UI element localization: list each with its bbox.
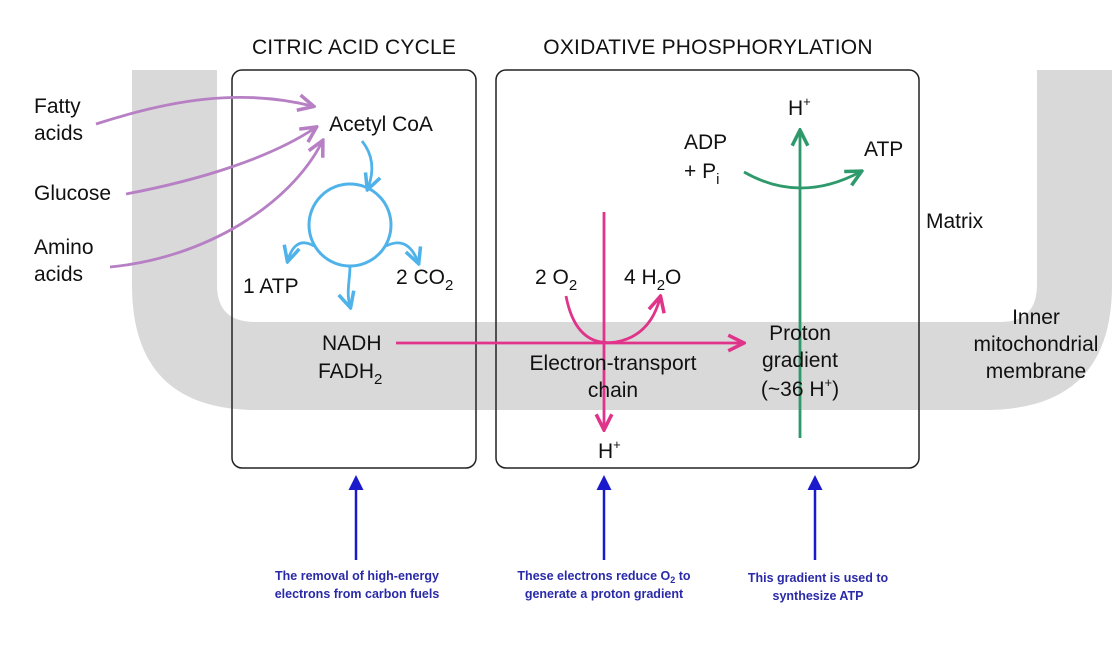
membrane-label-line1: Inner: [1012, 306, 1060, 329]
membrane-label-line3: membrane: [986, 360, 1086, 383]
header-oxidative-phosphorylation: OXIDATIVE PHOSPHORYLATION: [543, 36, 872, 59]
note2-line2: generate a proton gradient: [525, 587, 684, 601]
acetyl-coa-entry-arrow: [360, 140, 372, 188]
fatty-acids-arrow: [95, 97, 312, 126]
matrix-label: Matrix: [926, 210, 984, 233]
citric-acid-cycle-box: [231, 69, 477, 469]
proton-gradient-label-line1: Proton: [769, 322, 831, 345]
glucose-label: Glucose: [34, 182, 111, 205]
oxygen-reduction-arrow: [564, 296, 660, 345]
cycle-co2-label: 2 CO2: [396, 266, 453, 294]
fadh2-label: FADH2: [318, 360, 382, 388]
note1-line1: The removal of high-energy: [275, 569, 439, 583]
cycle-atp-label: 1 ATP: [243, 275, 299, 298]
note3-line1: This gradient is used to: [748, 571, 889, 585]
atp-product-label: ATP: [864, 138, 903, 161]
citric-acid-cycle-circle: [307, 182, 393, 268]
note1-line2: electrons from carbon fuels: [275, 587, 440, 601]
matrix-proton-label: H+: [788, 94, 811, 120]
oxygen-label: 2 O2: [535, 266, 577, 294]
acetyl-coa-label: Acetyl CoA: [329, 113, 433, 136]
co2-output-arrow: [385, 241, 418, 262]
glucose-arrow: [125, 128, 315, 196]
nadh-label: NADH: [322, 332, 382, 355]
water-label: 4 H2O: [624, 266, 681, 294]
adp-label: ADP: [684, 131, 727, 154]
phosphate-label: + Pi: [684, 160, 719, 188]
oxidative-phosphorylation-box: [495, 69, 920, 469]
pumped-proton-label: H+: [598, 437, 621, 463]
amino-acids-label-line1: Amino: [34, 236, 94, 259]
header-citric-acid-cycle: CITRIC ACID CYCLE: [252, 36, 456, 59]
electron-transport-chain-label-line2: chain: [588, 379, 638, 402]
proton-gradient-label-line3: (~36 H+): [761, 375, 839, 401]
amino-acids-arrow: [109, 142, 322, 269]
electron-transport-chain-label-line1: Electron-transport: [530, 352, 697, 375]
amino-acids-label-line2: acids: [34, 263, 83, 286]
atp-output-arrow: [288, 241, 315, 260]
inner-membrane-band: [132, 70, 1112, 410]
nadh-output-arrow: [348, 265, 350, 306]
atp-synthesis-arrow: [743, 172, 860, 190]
fatty-acids-label-line1: Fatty: [34, 95, 81, 118]
proton-gradient-label-line2: gradient: [762, 349, 838, 372]
note2-line1: These electrons reduce O2 to: [517, 569, 690, 585]
membrane-label-line2: mitochondrial: [974, 333, 1099, 356]
note3-line2: synthesize ATP: [773, 589, 864, 603]
fatty-acids-label-line2: acids: [34, 122, 83, 145]
